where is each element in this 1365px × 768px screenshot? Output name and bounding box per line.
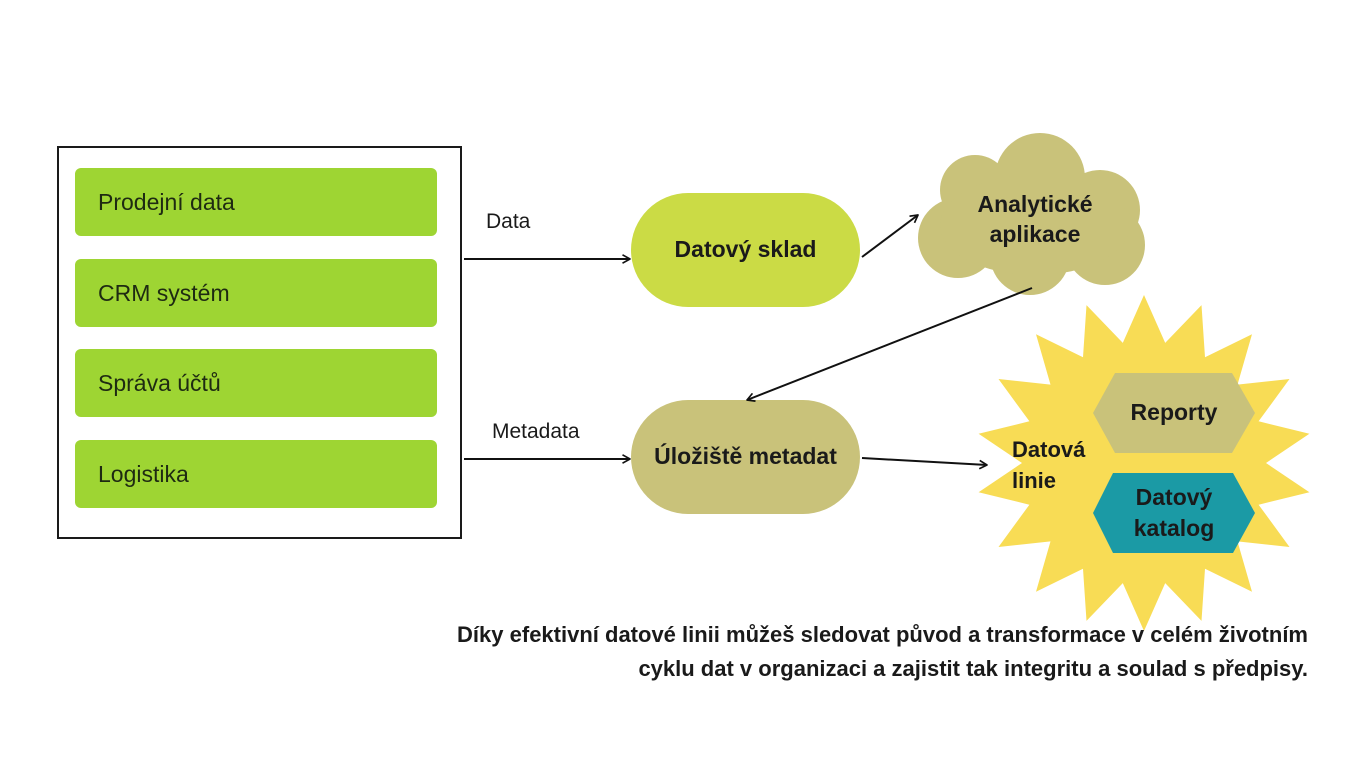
warehouse-to-analytics-arrow <box>861 214 919 258</box>
reports-label: Reporty <box>1130 399 1218 426</box>
data-edge-label: Data <box>486 210 531 233</box>
source-item-crm: CRM systém <box>75 259 437 327</box>
analytics-to-metadata-arrow <box>746 287 1033 402</box>
lineage-label-line2: linie <box>1012 467 1057 493</box>
analytics-label-line2: aplikace <box>989 221 1081 247</box>
catalog-label-line2: katalog <box>1133 515 1215 541</box>
source-item-sales-data: Prodejní data <box>75 168 437 236</box>
source-item-account-management: Správa účtů <box>75 349 437 417</box>
warehouse-label: Datový sklad <box>674 236 817 263</box>
catalog-label: Datový katalog <box>1093 473 1255 553</box>
warehouse-node <box>631 193 860 307</box>
analytics-label: Analytické aplikace <box>935 180 1135 260</box>
metadata-store-label: Úložiště metadat <box>654 443 837 470</box>
caption-line1: Díky efektivní datové linii můžeš sledov… <box>457 622 1308 647</box>
metadata-store-node <box>631 400 860 514</box>
caption: Díky efektivní datové linii můžeš sledov… <box>308 618 1308 686</box>
reports-hexagon <box>1093 373 1255 453</box>
caption-line2: cyklu dat v organizaci a zajistit tak in… <box>638 656 1308 681</box>
analytics-label-line1: Analytické <box>977 191 1093 218</box>
catalog-label-line1: Datový <box>1135 483 1213 510</box>
analytics-cloud-node <box>918 133 1145 295</box>
metadata-edge-label: Metadata <box>492 420 580 443</box>
source-item-label: Logistika <box>98 460 189 487</box>
lineage-label: Datová linie <box>1012 435 1085 497</box>
source-item-logistics: Logistika <box>75 440 437 508</box>
metadata-to-lineage-arrow <box>861 457 988 470</box>
catalog-hexagon <box>1093 473 1255 553</box>
lineage-label-line1: Datová <box>1012 437 1086 462</box>
source-item-label: Správa účtů <box>98 369 221 396</box>
source-item-label: CRM systém <box>98 279 230 306</box>
source-item-label: Prodejní data <box>98 188 235 215</box>
